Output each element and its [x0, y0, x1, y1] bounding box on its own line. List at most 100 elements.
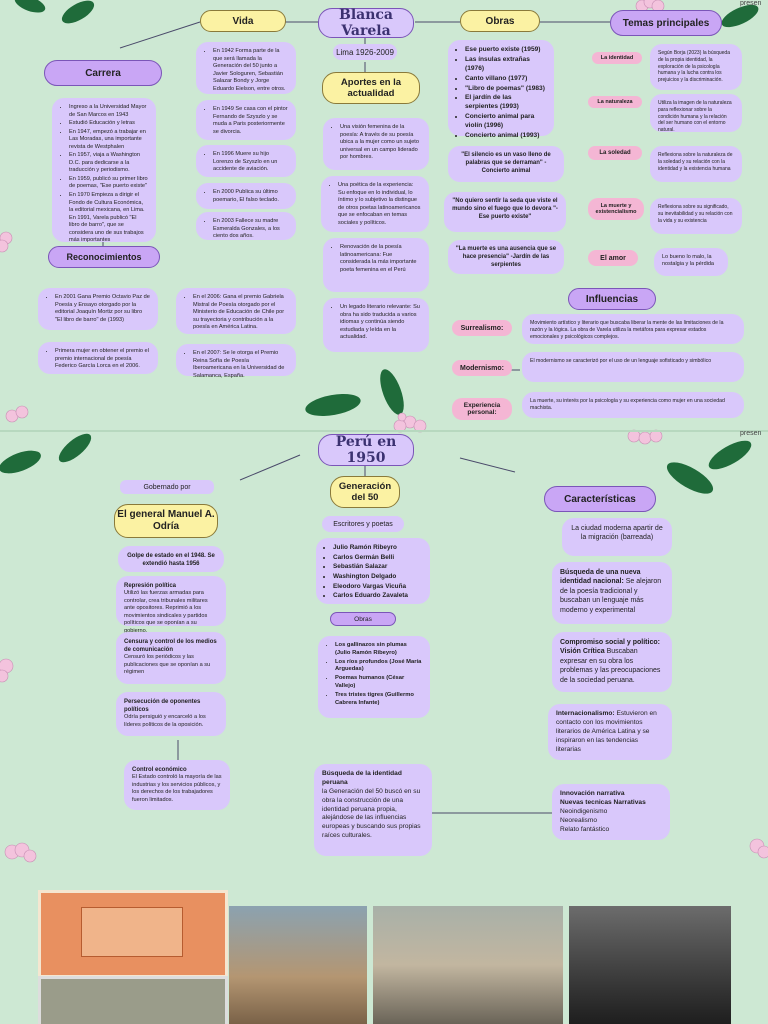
tema-label: La identidad: [592, 52, 642, 64]
caracteristica-box: Compromiso social y político: Visión Crí…: [552, 632, 672, 692]
escritores-node: Escritores y poetas: [322, 516, 404, 532]
reconocimiento-item: En el 2006: Gana el premio Gabriela Mist…: [193, 294, 288, 332]
reconocimiento-box: En el 2006: Gana el premio Gabriela Mist…: [176, 288, 296, 334]
vida-box-2000: En 2000 Publica su último poemario, El f…: [196, 183, 296, 209]
escritor-item: Washington Delgado: [333, 573, 422, 582]
tema-label: La soledad: [588, 146, 642, 160]
innovacion-item: Neorealismo: [560, 817, 662, 826]
carrera-item: En 1959, publicó su primer libro de poem…: [69, 176, 148, 191]
odria-box: Control económico El Estado controló la …: [124, 760, 230, 810]
escritores-list: Julio Ramón Ribeyro Carlos Germán Belli …: [324, 544, 422, 601]
corner-text: presen: [740, 0, 761, 7]
odria-box: Persecución de oponentes políticos Odría…: [116, 692, 226, 736]
escritores-box: Julio Ramón Ribeyro Carlos Germán Belli …: [316, 538, 430, 604]
quote-3: "La muerte es una ausencia que se hace p…: [448, 240, 564, 274]
obras-bottom-list: Los gallinazos sin plumas (Julio Ramón R…: [326, 642, 422, 708]
odria-text: El Estado controló la mayoría de las ind…: [132, 774, 222, 804]
section-divider: [0, 430, 768, 432]
temas-node: Temas principales: [610, 10, 722, 36]
obra-item: Concierto animal para violín (1996): [465, 113, 546, 131]
caracteristica-box: Búsqueda de una nueva identidad nacional…: [552, 562, 672, 624]
obras-bottom-box: Los gallinazos sin plumas (Julio Ramón R…: [318, 636, 430, 718]
escritor-item: Sebastián Salazar: [333, 563, 422, 572]
influencia-desc: Movimiento artístico y literario que bus…: [522, 314, 744, 344]
escritor-item: Eleodoro Vargas Vicuña: [333, 583, 422, 592]
general-node: El general Manuel A. Odría: [114, 504, 218, 538]
obra-item: Canto villano (1977): [465, 75, 546, 84]
aporte-item: Una visión femenina de la poesía: A trav…: [340, 124, 421, 162]
innovacion-item: Neoindigenismo: [560, 808, 662, 817]
reconocimiento-item: Primera mujer en obtener el premio el pr…: [55, 348, 150, 371]
odria-title: Persecución de oponentes políticos: [124, 698, 218, 714]
obra-bottom-item: Los ríos profundos (José María Arguedas): [335, 659, 422, 675]
people-photo: [569, 906, 731, 1024]
tema-desc: Reflexiona sobre su significado, su inev…: [650, 198, 742, 234]
obras-list: Ese puerto existe (1959) Las ínsulas ext…: [456, 46, 546, 141]
reconocimiento-box: Primera mujer en obtener el premio el pr…: [38, 342, 158, 374]
obra-item: Ese puerto existe (1959): [465, 46, 546, 55]
aporte-item: Renovación de la poesía latinoamericana:…: [340, 244, 421, 274]
vida-item: En 2003 Fallece su madre Esmeralda Gonza…: [213, 218, 288, 241]
reconocimientos-node: Reconocimientos: [48, 246, 160, 268]
odria-title: Control económico: [132, 766, 222, 774]
generacion-node: Generación del 50: [330, 476, 400, 508]
odria-text: Odría persiguió y encarceló a los lídere…: [124, 714, 218, 729]
carrera-item: En 1947, empezó a trabajar en Las Morada…: [69, 129, 148, 152]
vida-box-1942: En 1942 Forma parte de la que será llama…: [196, 42, 296, 94]
soldiers-photo: [229, 906, 367, 1024]
reconocimiento-item: En 2001 Gana Premio Octavio Paz de Poesí…: [55, 294, 150, 324]
carrera-box: Ingreso a la Universidad Mayor de San Ma…: [52, 98, 156, 242]
innovacion-box: Innovación narrativa Nuevas tecnicas Nar…: [552, 784, 670, 840]
street-photo: [373, 906, 563, 1024]
golpe-box: Golpe de estado en el 1948. Se extendió …: [118, 546, 224, 572]
odria-title: Censura y control de los medios de comun…: [124, 638, 218, 654]
influencia-label: Experiencia personal:: [452, 398, 512, 420]
innovacion-item: Innovación narrativa: [560, 790, 662, 799]
vida-box-1949: En 1949 Se casa con el pintor Fernando d…: [196, 100, 296, 140]
escritor-item: Julio Ramón Ribeyro: [333, 544, 422, 553]
obras-box: Ese puerto existe (1959) Las ínsulas ext…: [448, 40, 554, 136]
gobernado-node: Gobernado por: [120, 480, 214, 494]
quote-2: "No quiero sentir la seda que viste el m…: [444, 192, 566, 232]
reconocimiento-item: En el 2007: Se le otorga el Premio Reina…: [193, 350, 288, 380]
odria-text: Censuró los periódicos y las publicacion…: [124, 654, 218, 677]
carrera-node: Carrera: [44, 60, 162, 86]
vida-item: En 2000 Publica su último poemario, El f…: [213, 189, 288, 204]
banknote-orange-image: [38, 890, 228, 978]
banknote-gray-image: [38, 976, 228, 1024]
aporte-box: Un legado literario relevante: Su obra h…: [323, 298, 429, 352]
bottom-title: Perú en 1950: [318, 434, 414, 466]
busqueda-peruana-box: Búsqueda de la identidad peruana la Gene…: [314, 764, 432, 856]
vida-item: En 1942 Forma parte de la que será llama…: [213, 48, 288, 93]
banknote-center: [81, 907, 183, 957]
tema-label: El amor: [588, 250, 638, 266]
obra-bottom-item: Poemas humanos (César Vallejo): [335, 675, 422, 691]
aporte-box: Renovación de la poesía latinoamericana:…: [323, 238, 429, 292]
escritor-item: Carlos Eduardo Zavaleta: [333, 592, 422, 601]
busqueda-text: la Generación del 50 buscó en su obra la…: [322, 788, 424, 841]
vida-box-2003: En 2003 Fallece su madre Esmeralda Gonza…: [196, 212, 296, 240]
vida-item: En 1949 Se casa con el pintor Fernando d…: [213, 106, 288, 136]
influencia-label: Modernismo:: [452, 360, 512, 376]
aporte-box: Una poética de la experiencia: Su enfoqu…: [321, 176, 429, 232]
caracteristica-title: Internacionalismo:: [556, 710, 615, 717]
quote-1: "El silencio es un vaso lleno de palabra…: [448, 146, 564, 182]
tema-label: La muerte y existencialismo: [588, 198, 644, 220]
influencias-node: Influencias: [568, 288, 656, 310]
page-title: Blanca Varela: [318, 8, 414, 38]
aporte-box: Una visión femenina de la poesía: A trav…: [323, 118, 429, 170]
obra-item: El jardín de las serpientes (1993): [465, 94, 546, 112]
bottom-title-text: Perú en 1950: [319, 434, 413, 466]
carrera-item: En 1957, viaja a Washington D.C. para de…: [69, 152, 148, 175]
aportes-node: Aportes en la actualidad: [322, 72, 420, 104]
vida-item: En 1996 Muere su hijo Lorenzo de Szyszlo…: [213, 151, 288, 174]
vida-node: Vida: [200, 10, 286, 32]
obra-bottom-item: Tres tristes tigres (Guillermo Cabrera I…: [335, 692, 422, 708]
innovacion-item: Relato fantástico: [560, 826, 662, 835]
caracteristicas-node: Características: [544, 486, 656, 512]
tema-desc: Lo bueno lo malo, la nostalgia y la pérd…: [654, 248, 728, 276]
obras-bottom-node: Obras: [330, 612, 396, 626]
tema-label: La naturaleza: [588, 96, 642, 108]
innovacion-item: Nuevas tecnicas Narrativas: [560, 799, 662, 808]
